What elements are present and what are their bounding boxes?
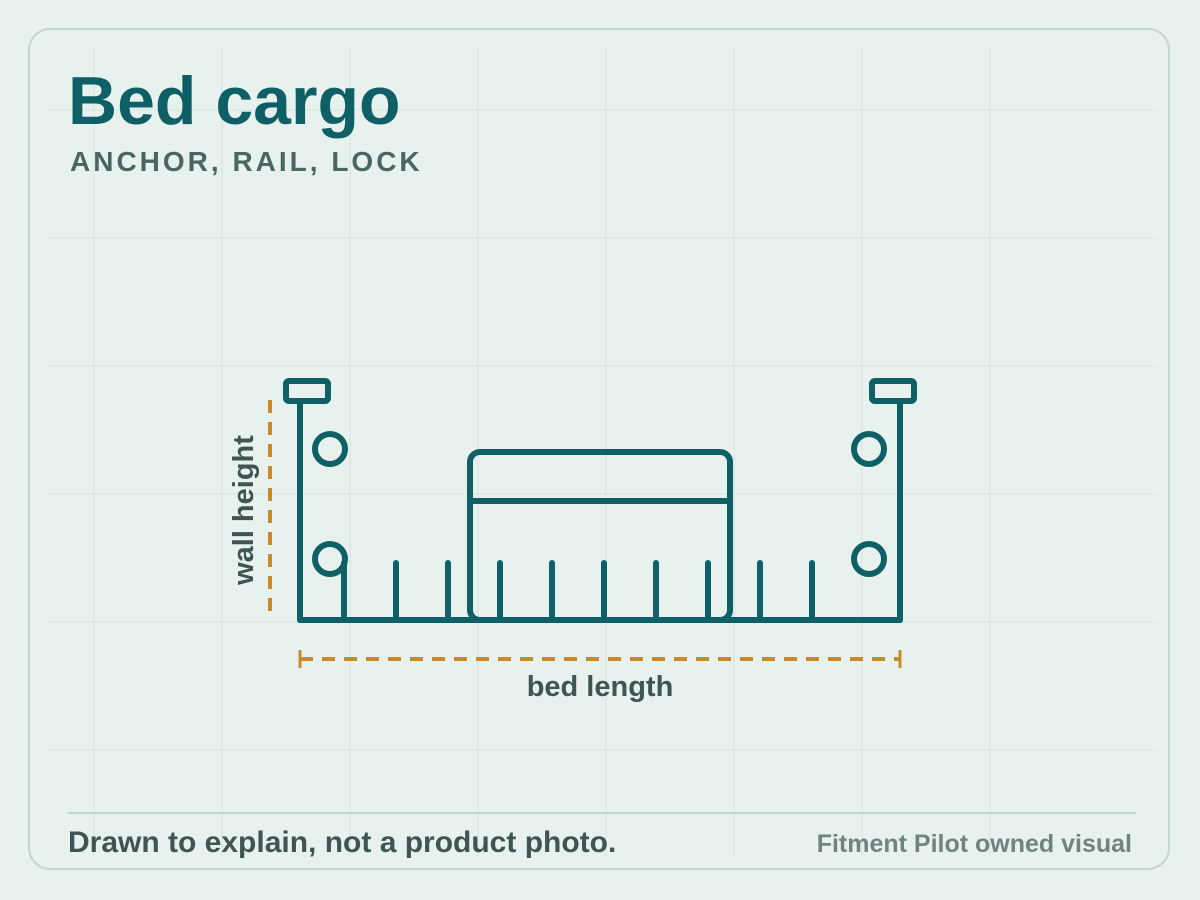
right-wall-cap xyxy=(869,378,917,404)
footer-divider xyxy=(68,812,1136,814)
bed-length-label: bed length xyxy=(527,671,674,703)
left-lower-anchor-ring xyxy=(312,541,348,577)
cargo-box xyxy=(467,449,733,623)
left-wall-cap xyxy=(283,378,331,404)
footer-credit: Fitment Pilot owned visual xyxy=(816,830,1132,858)
bed-cargo-diagram: wall height bed length xyxy=(228,378,917,703)
page-title: Bed cargo xyxy=(68,63,401,139)
footer-note: Drawn to explain, not a product photo. xyxy=(68,826,617,859)
right-upper-anchor-ring xyxy=(851,431,887,467)
right-lower-anchor-ring xyxy=(851,541,887,577)
left-upper-anchor-ring xyxy=(312,431,348,467)
wall-height-label: wall height xyxy=(228,435,260,586)
page-subtitle: ANCHOR, RAIL, LOCK xyxy=(70,146,423,177)
floor-ribs xyxy=(341,560,815,623)
card: Bed cargo ANCHOR, RAIL, LOCK xyxy=(28,28,1170,870)
